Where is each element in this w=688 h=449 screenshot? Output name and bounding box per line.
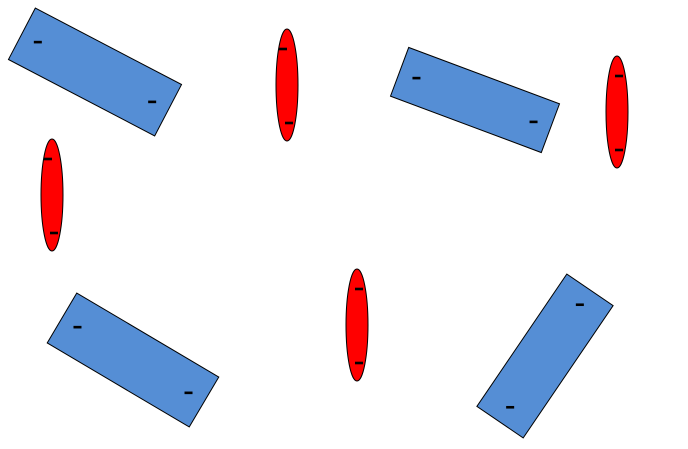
minus-mark — [355, 287, 363, 291]
blue-rectangle-2 — [389, 46, 561, 154]
blue-rectangle-body — [389, 46, 561, 154]
minus-mark — [575, 303, 584, 307]
minus-mark-group — [73, 325, 82, 329]
minus-mark-group — [148, 100, 157, 104]
red-ellipse-body — [605, 55, 629, 169]
minus-mark — [148, 100, 157, 104]
blue-rectangle-1 — [7, 7, 183, 137]
red-ellipse-body — [345, 268, 369, 382]
minus-mark — [73, 325, 82, 329]
minus-mark — [50, 231, 58, 235]
red-ellipse-4 — [345, 268, 369, 382]
minus-mark — [33, 40, 42, 44]
red-ellipse-body — [40, 138, 64, 252]
minus-mark — [355, 361, 363, 365]
minus-mark — [285, 121, 293, 125]
minus-mark — [44, 157, 52, 161]
minus-mark-group — [506, 405, 515, 409]
minus-mark-group — [184, 391, 193, 395]
blue-rectangle-body — [46, 292, 220, 428]
blue-rectangle-4 — [476, 273, 614, 439]
red-ellipse-body — [275, 28, 299, 142]
minus-mark — [615, 148, 623, 152]
minus-mark-group — [33, 40, 42, 44]
minus-mark — [529, 120, 538, 124]
blue-rectangle-body — [476, 273, 614, 439]
red-ellipse-1 — [275, 28, 299, 142]
minus-mark — [184, 391, 193, 395]
minus-mark — [279, 47, 287, 51]
blue-rectangle-body — [7, 7, 183, 137]
minus-mark — [412, 76, 421, 80]
minus-mark-group — [412, 76, 421, 80]
minus-mark — [615, 74, 623, 78]
minus-mark — [506, 405, 515, 409]
blue-rectangle-3 — [46, 292, 220, 428]
red-ellipse-2 — [605, 55, 629, 169]
red-ellipse-3 — [40, 138, 64, 252]
minus-mark-group — [575, 303, 584, 307]
minus-mark-group — [529, 120, 538, 124]
